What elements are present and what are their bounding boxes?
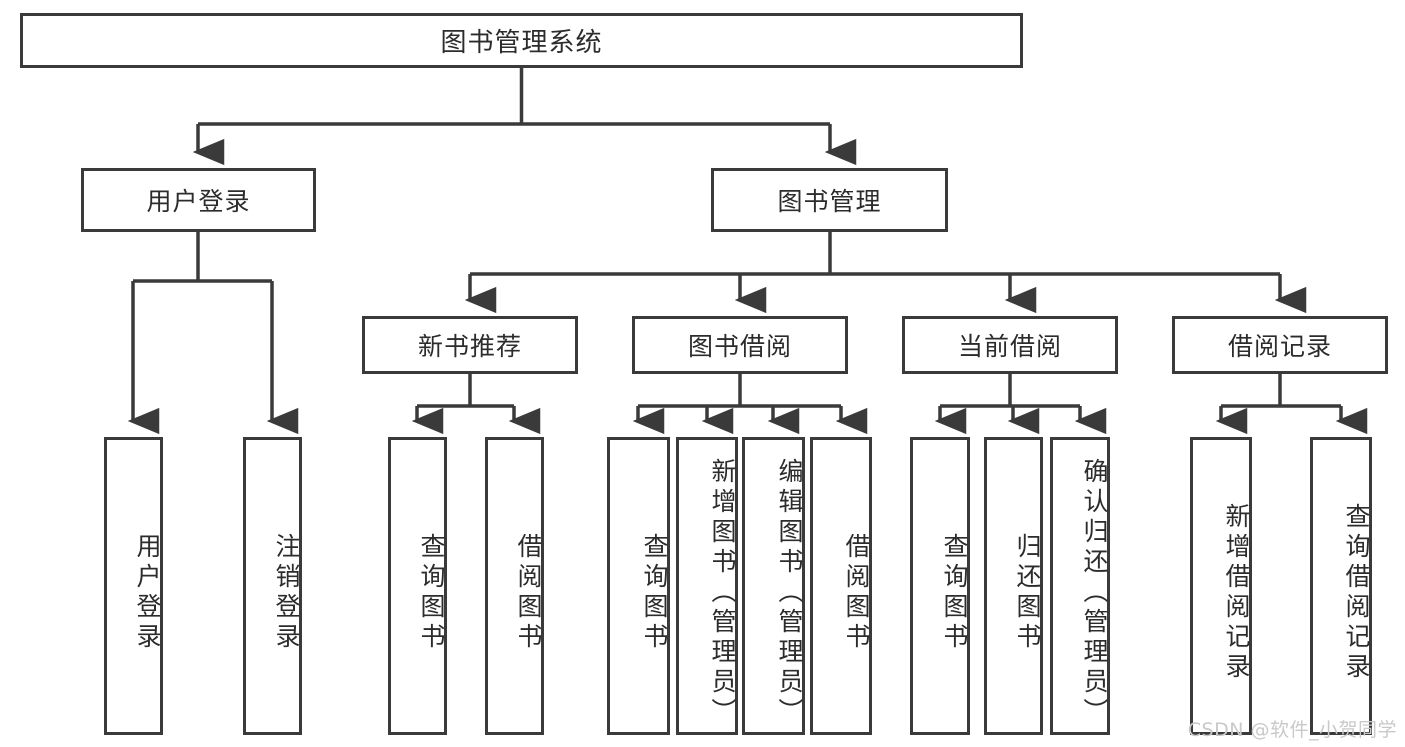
leaf-label: 用户登录 — [133, 533, 162, 653]
leaf-label: 查询图书 — [940, 533, 969, 653]
leaf-label: 查询图书 — [640, 533, 669, 653]
leaf-label: 借阅图书 — [514, 533, 543, 653]
leaf-query-books-borrow[interactable]: 查询图书 — [607, 437, 670, 735]
leaf-label: 查询图书 — [417, 533, 446, 653]
leaf-label: 注销登录 — [272, 533, 301, 653]
leaf-label: 新增借阅记录 — [1222, 503, 1251, 683]
leaf-borrow-books[interactable]: 借阅图书 — [810, 437, 872, 735]
leaf-label: 归还图书 — [1013, 533, 1042, 653]
leaf-label: 查询借阅记录 — [1342, 503, 1371, 683]
node-user-login[interactable]: 用户登录 — [81, 168, 316, 232]
leaf-borrow-books-recommend[interactable]: 借阅图书 — [485, 437, 544, 735]
leaf-label: 编辑图书（管理员） — [775, 458, 804, 728]
node-new-book-recommend[interactable]: 新书推荐 — [362, 316, 578, 374]
leaf-label: 确认归还（管理员） — [1080, 458, 1109, 728]
node-root[interactable]: 图书管理系统 — [20, 13, 1023, 68]
node-current-borrow[interactable]: 当前借阅 — [902, 316, 1118, 374]
leaf-edit-book-admin[interactable]: 编辑图书（管理员） — [742, 437, 805, 735]
leaf-query-borrow-record[interactable]: 查询借阅记录 — [1310, 437, 1372, 735]
node-borrow-record[interactable]: 借阅记录 — [1172, 316, 1388, 374]
node-book-management[interactable]: 图书管理 — [711, 168, 948, 232]
leaf-add-book-admin[interactable]: 新增图书（管理员） — [676, 437, 738, 735]
node-book-borrow[interactable]: 图书借阅 — [632, 316, 848, 374]
leaf-logout[interactable]: 注销登录 — [243, 437, 302, 735]
csdn-watermark: CSDN @软件_小贺同学 — [1187, 719, 1397, 741]
leaf-label: 借阅图书 — [842, 533, 871, 653]
leaf-return-books[interactable]: 归还图书 — [984, 437, 1043, 735]
leaf-user-login[interactable]: 用户登录 — [104, 437, 163, 735]
leaf-confirm-return-admin[interactable]: 确认归还（管理员） — [1050, 437, 1110, 735]
leaf-label: 新增图书（管理员） — [708, 458, 737, 728]
leaf-add-borrow-record[interactable]: 新增借阅记录 — [1190, 437, 1252, 735]
leaf-query-books-recommend[interactable]: 查询图书 — [388, 437, 447, 735]
leaf-query-books-current[interactable]: 查询图书 — [910, 437, 970, 735]
